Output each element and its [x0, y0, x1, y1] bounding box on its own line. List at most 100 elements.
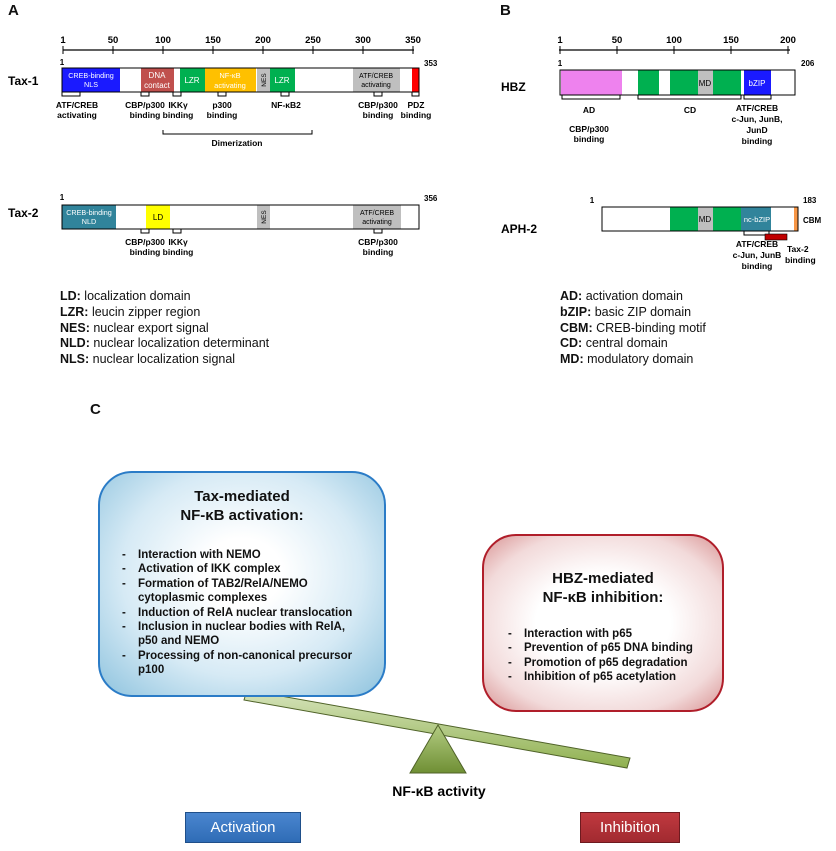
hbz-cbp-binding-label: CBP/p300 [569, 124, 609, 134]
tax1-dimerization-label: Dimerization [211, 138, 262, 148]
tax2-nes-label: NES [261, 210, 268, 224]
hbz-cd-label: CD [684, 105, 696, 115]
tax1-tick: 150 [205, 35, 221, 46]
tax2-cbp-binding-label: binding [130, 247, 161, 257]
tax2-atf-domain [353, 205, 401, 229]
aph2-green-2 [713, 207, 741, 231]
panel-label-c: C [90, 401, 101, 418]
hbz-cd-green-1 [638, 70, 659, 95]
hbz-box-list: Interaction with p65 Prevention of p65 D… [506, 627, 710, 685]
tax1-dna-label: DNA [149, 71, 167, 80]
hbz-md-label: MD [699, 79, 712, 88]
tax2-creb-nld-label: CREB-binding [66, 208, 112, 217]
tax1-nes-domain [257, 68, 270, 92]
aph2-atf-binding-label: c-Jun, JunB [733, 250, 782, 260]
hbz-tick: 200 [780, 35, 796, 46]
aph2-ncbzip-domain [741, 207, 771, 231]
legend-right: AD: activation domain bZIP: basic ZIP do… [560, 289, 706, 368]
tax1-pdz-binding-label: binding [401, 110, 432, 120]
list-item: Inclusion in nuclear bodies with RelA, p… [120, 620, 364, 649]
tax1-lzr2-domain [270, 68, 295, 92]
tax1-dna-label: contact [144, 81, 171, 90]
tax-box-title: Tax-mediated NF-κB activation: [180, 488, 304, 524]
list-item: Induction of RelA nuclear translocation [120, 606, 364, 621]
panel-label-a: A [8, 2, 19, 19]
legend-item: AD: activation domain [560, 289, 683, 303]
hbz-brackets [561, 95, 772, 100]
activation-tag: Activation [185, 812, 301, 843]
list-item: Interaction with p65 [506, 627, 710, 642]
inhibition-tag: Inhibition [580, 812, 680, 843]
aph2-md-domain [698, 207, 713, 231]
hbz-atf-binding-label: JunD [746, 125, 767, 135]
tax1-tick: 200 [255, 35, 271, 46]
legend-item: LZR: leucin zipper region [60, 304, 201, 319]
hbz-box-title: HBZ-mediated NF-κB inhibition: [542, 570, 664, 606]
hbz-tick: 1 [557, 35, 563, 46]
aph2-atf-binding-label: ATF/CREB [736, 239, 778, 249]
tax1-atf-label: activating [361, 82, 391, 89]
legend-item: bZIP: basic ZIP domain [560, 304, 692, 319]
hbz-inhibition-box: HBZ-mediated NF-κB inhibition: Interacti… [482, 534, 724, 712]
tax1-pdz-domain [412, 68, 419, 92]
legend-item: NLD: nuclear localization determinant [60, 336, 270, 351]
hbz-bzip-label: bZIP [749, 79, 766, 88]
aph2-protein-bar [601, 206, 799, 232]
tax1-atf-creb-activating-label: activating [57, 110, 97, 120]
list-item: Inhibition of p65 acetylation [506, 670, 710, 685]
aph2-name: APH-2 [501, 222, 537, 236]
tax1-nfkb2-label: NF-κB2 [271, 100, 301, 110]
hbz-cd-green-3 [713, 70, 741, 95]
tax2-end: 356 [424, 194, 438, 203]
aph2-tax2-binding-mark [764, 233, 788, 241]
tax2-name: Tax-2 [8, 206, 39, 220]
tax2-ikk-binding-label: IKKγ [168, 237, 188, 247]
tax2-atf-label: ATF/CREB [360, 210, 394, 217]
tax2-cbp-binding-label: CBP/p300 [125, 237, 165, 247]
tax2-cbp-binding-2-label: CBP/p300 [358, 237, 398, 247]
tax1-protein-bar [61, 67, 420, 93]
hbz-end: 206 [801, 59, 815, 68]
panel-label-b: B [500, 2, 511, 19]
hbz-cbp-binding-label: binding [574, 134, 605, 144]
tax1-lzr1-label: LZR [184, 76, 199, 85]
hbz-atf-binding-label: ATF/CREB [736, 103, 778, 113]
tax1-cbp-binding-label: binding [130, 110, 161, 120]
tax1-p300-binding-label: p300 [212, 100, 232, 110]
tax1-tick: 250 [305, 35, 321, 46]
hbz-ad-domain [561, 70, 622, 95]
legend-item: MD: modulatory domain [560, 352, 694, 367]
hbz-name: HBZ [501, 80, 526, 94]
hbz-atf-binding-label: c-Jun, JunB, [731, 114, 782, 124]
list-item: Prevention of p65 DNA binding [506, 641, 710, 656]
tax2-brackets [140, 229, 383, 234]
aph2-brackets [743, 231, 770, 236]
tax1-start: 1 [60, 58, 65, 67]
tax2-creb-nld-label: NLD [82, 217, 96, 226]
legend-item: NES: nuclear export signal [60, 320, 209, 335]
hbz-axis: 1 50 100 150 200 [557, 35, 796, 54]
aph2-cbm-label: CBM [803, 216, 822, 225]
legend-left: LD: localization domain LZR: leucin zipp… [60, 289, 269, 368]
tax2-cbp-binding-2-label: binding [363, 247, 394, 257]
tax1-cbp-binding-label: CBP/p300 [125, 100, 165, 110]
tax1-brackets [61, 92, 420, 135]
tax1-tick: 1 [60, 35, 66, 46]
tax-box-list: Interaction with NEMO Activation of IKK … [120, 548, 364, 678]
list-item: Activation of IKK complex [120, 562, 364, 577]
tax2-start: 1 [60, 193, 65, 202]
tax1-lzr1-domain [180, 68, 205, 92]
tax1-end: 353 [424, 59, 438, 68]
aph2-atf-binding-label: binding [742, 261, 773, 271]
list-item: Processing of non-canonical precursor p1… [120, 649, 364, 678]
tax1-nfkb-activating-domain [205, 68, 256, 92]
balance-label: NF-κB activity [392, 783, 486, 799]
aph2-md-label: MD [699, 215, 712, 224]
tax2-protein-bar [61, 204, 420, 230]
fulcrum-triangle [409, 724, 467, 774]
tax1-nfkb-label: activating [214, 81, 246, 90]
tax2-nes-domain [257, 205, 270, 229]
tax1-nfkb-label: NF-κB [219, 71, 240, 80]
tax1-name: Tax-1 [8, 74, 39, 88]
tax1-nes-label: NES [261, 73, 268, 87]
